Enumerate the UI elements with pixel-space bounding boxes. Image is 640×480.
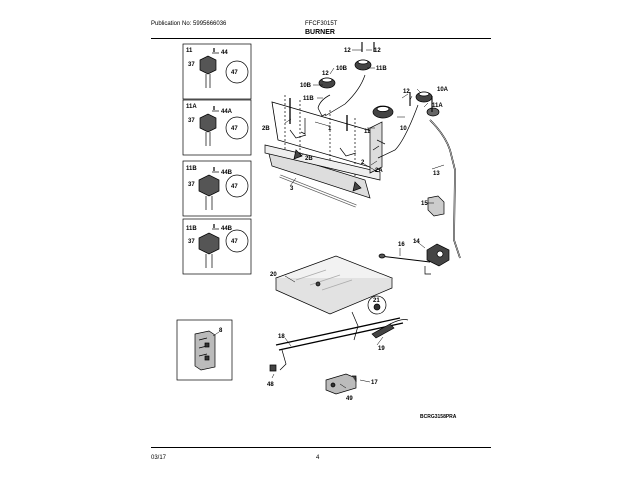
inset-11B-2-screw: 37	[188, 239, 195, 245]
inset-8-label: 8	[219, 328, 223, 334]
callout-11A: 11A	[432, 103, 443, 109]
callout-16: 16	[398, 242, 405, 248]
inset-11-label: 11	[186, 48, 193, 54]
valve-body-icon	[199, 113, 217, 146]
drawing-code: BCRG3158PRA	[420, 414, 457, 420]
callout-11: 11	[364, 129, 371, 135]
inset-11B-2-part: 44B	[221, 226, 233, 232]
inset-11B-2-label: 11B	[186, 226, 197, 232]
regulator	[378, 195, 450, 275]
inset-11B-label: 11B	[186, 166, 197, 172]
inset-11-screw: 37	[188, 62, 195, 68]
valve-body-icon	[198, 232, 220, 268]
knob-circle	[225, 60, 249, 84]
callout-48: 48	[267, 382, 274, 388]
inset-11B: 11B 44B 37 47	[182, 160, 252, 217]
gas-tubes	[317, 74, 461, 259]
burner-heads	[318, 59, 440, 119]
inset-11B-2-knob: 47	[231, 239, 238, 245]
callout-10B: 10B	[336, 66, 348, 72]
callout-12-b: 12	[374, 48, 381, 54]
section-title: BURNER	[305, 29, 335, 36]
callout-21: 21	[373, 298, 380, 304]
callout-10B-lower: 10B	[300, 83, 312, 89]
callout-10: 10	[400, 126, 407, 132]
inset-11A: 11A 44A 37 47	[182, 99, 252, 156]
callout-12-a: 12	[344, 48, 351, 54]
callout-20: 20	[270, 272, 277, 278]
callout-2A: 2A	[375, 168, 383, 174]
header-rule	[151, 38, 491, 39]
callout-1: 1	[328, 126, 332, 132]
publication-number: Publication No: 5995666036	[151, 21, 227, 27]
callout-11B: 11B	[376, 66, 387, 72]
inset-11B-screw: 37	[188, 182, 195, 188]
footer-page: 4	[316, 455, 320, 461]
model-number: FFCF3015T	[305, 21, 338, 27]
manifold-pipe	[279, 174, 357, 208]
inset-11B-second: 11B 44B 37 47	[182, 218, 252, 275]
inset-8: 8	[176, 319, 233, 381]
inset-11-part: 44	[221, 50, 228, 56]
callout-2B-right: 2B	[305, 156, 313, 162]
callout-3: 3	[290, 186, 294, 192]
callout-labels: 1 2 2A 2B 2B 3 12 12 10B 11B 10B 11B 12 …	[262, 48, 457, 420]
callout-10A: 10A	[437, 87, 449, 93]
leader-lines	[212, 49, 445, 389]
footer-date: 03/17	[151, 455, 167, 461]
callout-14: 14	[413, 239, 420, 245]
inset-11: 11 44 37 47	[182, 43, 252, 100]
inset-11A-label: 11A	[186, 104, 197, 110]
inset-11A-screw: 37	[188, 118, 195, 124]
callout-49: 49	[346, 396, 353, 402]
inset-11-knob: 47	[231, 70, 238, 76]
valve-body-icon	[199, 55, 217, 88]
footer-rule	[151, 447, 491, 448]
valve-body-icon	[198, 174, 220, 210]
callout-12-c: 12	[322, 71, 329, 77]
callout-11B-lower: 11B	[303, 96, 314, 102]
callout-2B-left: 2B	[262, 126, 270, 132]
manifold-frame	[264, 95, 383, 199]
callout-13: 13	[433, 171, 440, 177]
bracket-icon	[194, 330, 216, 371]
burner-bar-assembly	[269, 311, 409, 395]
callout-19: 19	[378, 346, 385, 352]
callout-17: 17	[371, 380, 378, 386]
heat-shield	[275, 255, 393, 315]
callout-2: 2	[361, 160, 365, 166]
inset-11A-knob: 47	[231, 126, 238, 132]
inset-11A-part: 44A	[221, 109, 233, 115]
callout-18: 18	[278, 334, 285, 340]
inset-11B-knob: 47	[231, 184, 238, 190]
callout-15: 15	[421, 201, 428, 207]
callout-12-d: 12	[403, 89, 410, 95]
inset-11B-part: 44B	[221, 170, 233, 176]
